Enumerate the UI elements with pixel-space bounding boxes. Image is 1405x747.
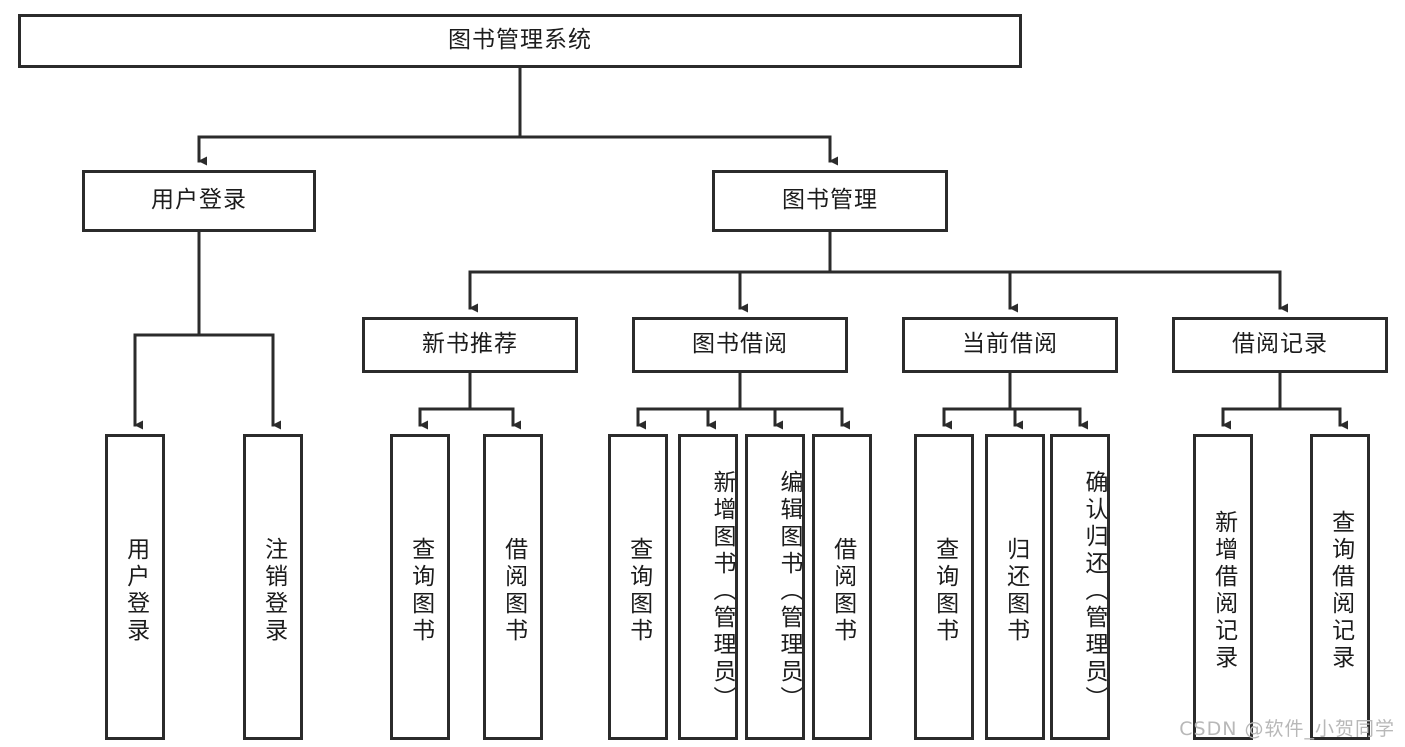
node-leaf-borrow-book-recommend[interactable]: 借阅图书 [483,434,543,740]
node-book-borrow[interactable]: 图书借阅 [632,317,848,373]
node-leaf-user-login[interactable]: 用户登录 [105,434,165,740]
node-leaf-query-book-borrow[interactable]: 查询图书 [608,434,668,740]
node-leaf-logout[interactable]: 注销登录 [243,434,303,740]
node-leaf-add-book-admin[interactable]: 新增图书（管理员） [678,434,738,740]
node-leaf-query-book-recommend[interactable]: 查询图书 [390,434,450,740]
node-current-borrow[interactable]: 当前借阅 [902,317,1118,373]
node-book-management[interactable]: 图书管理 [712,170,948,232]
node-user-login[interactable]: 用户登录 [82,170,316,232]
node-root-book-management-system[interactable]: 图书管理系统 [18,14,1022,68]
csdn-watermark: CSDN @软件_小贺同学 [1179,718,1395,740]
node-leaf-query-book-current[interactable]: 查询图书 [914,434,974,740]
node-leaf-return-book[interactable]: 归还图书 [985,434,1045,740]
node-leaf-edit-book-admin[interactable]: 编辑图书（管理员） [745,434,805,740]
node-borrow-record[interactable]: 借阅记录 [1172,317,1388,373]
node-leaf-borrow-book[interactable]: 借阅图书 [812,434,872,740]
node-leaf-query-borrow-record[interactable]: 查询借阅记录 [1310,434,1370,740]
node-leaf-add-borrow-record[interactable]: 新增借阅记录 [1193,434,1253,740]
node-leaf-confirm-return-admin[interactable]: 确认归还（管理员） [1050,434,1110,740]
node-new-book-recommend[interactable]: 新书推荐 [362,317,578,373]
